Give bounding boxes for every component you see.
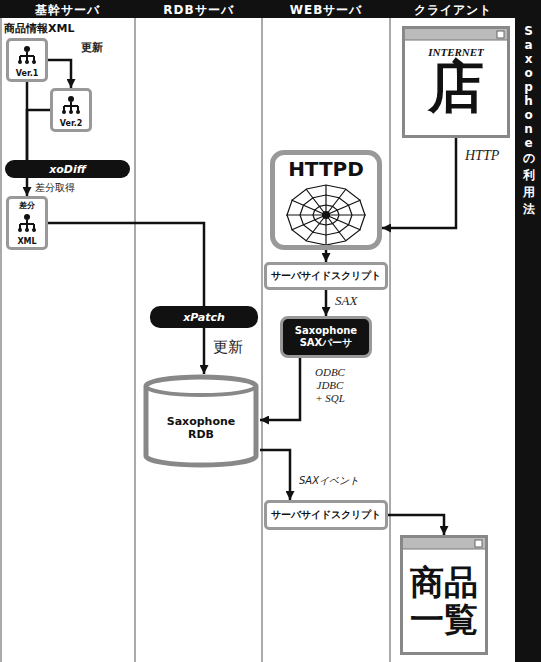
node-text: 差分 xyxy=(19,200,35,211)
column-header: クライアント xyxy=(390,2,515,19)
connector xyxy=(27,110,50,160)
node-text: サーバサイドスクリプト xyxy=(271,269,381,283)
window-title-bar xyxy=(403,538,485,550)
server-box: HTTPD xyxy=(270,150,382,250)
node-text: サーバサイドスクリプト xyxy=(271,508,381,522)
tree-icon xyxy=(15,212,39,233)
column-divider xyxy=(134,18,136,662)
tree-icon xyxy=(59,94,83,115)
node-text: 店 xyxy=(428,58,484,117)
column-divider xyxy=(0,18,2,662)
tree-icon xyxy=(15,44,39,65)
node-text: Saxophone SAXパーサ xyxy=(287,325,365,350)
node-text: Ver.2 xyxy=(60,119,83,128)
title-text: Saxophoneの利用法 xyxy=(523,24,535,218)
edge-label: SAXイベント xyxy=(298,474,360,488)
edge-label: 差分取得 xyxy=(34,181,76,195)
edge-label: HTTP xyxy=(464,148,500,164)
node-text: HTTPD xyxy=(288,157,364,181)
column-header-text: 基幹サーバ xyxy=(0,2,135,19)
node-text: INTERNET xyxy=(428,46,484,58)
section-label: 商品情報XML xyxy=(4,21,104,36)
connector xyxy=(203,328,206,374)
connector xyxy=(260,450,290,500)
browser-window: INTERNET店 xyxy=(402,26,510,138)
header-bar xyxy=(0,0,516,18)
column-header: 基幹サーバ xyxy=(0,2,135,19)
node-text: Saxophone RDB xyxy=(159,415,243,441)
document-icon: Ver.1 xyxy=(6,38,48,82)
document-icon: Ver.2 xyxy=(50,88,92,132)
column-header-text: クライアント xyxy=(390,2,515,19)
edge-label: ODBC JDBC + SQL xyxy=(312,366,348,406)
column-header-text: RDBサーバ xyxy=(135,2,262,19)
side-band xyxy=(515,0,541,662)
column-divider xyxy=(389,18,391,662)
database-cylinder: Saxophone RDB xyxy=(142,374,260,468)
connector xyxy=(26,178,29,196)
tool-pill: xoDiff xyxy=(5,160,130,178)
connector xyxy=(260,358,300,420)
connector xyxy=(325,290,328,316)
column-header: RDBサーバ xyxy=(135,2,262,19)
window-title-bar xyxy=(405,29,507,41)
section-label-text: 商品情報XML xyxy=(4,21,104,36)
connector xyxy=(382,138,456,228)
node-text: xPatch xyxy=(183,311,225,324)
edge-label: SAX xyxy=(334,293,358,309)
connector xyxy=(48,223,204,306)
spider-web-icon xyxy=(275,181,377,245)
node-text: xoDiff xyxy=(49,163,86,176)
connector xyxy=(325,250,328,262)
node-text: Ver.1 xyxy=(16,69,39,78)
edge-label: 更新 xyxy=(80,40,104,55)
column-divider xyxy=(261,18,263,662)
column-header: WEBサーバ xyxy=(262,2,390,19)
node-text: 商品 一覧 xyxy=(403,564,485,639)
document-icon: 差分 XML xyxy=(6,196,48,250)
script-box: サーバサイドスクリプト xyxy=(264,500,388,530)
column-header-text: WEBサーバ xyxy=(262,2,390,19)
connector xyxy=(388,515,444,535)
edge-label: 更新 xyxy=(212,338,244,357)
tool-pill: xPatch xyxy=(150,306,258,328)
title-band: Saxophoneの利用法 xyxy=(516,24,541,218)
script-box: サーバサイドスクリプト xyxy=(264,262,388,290)
parser-box: Saxophone SAXパーサ xyxy=(280,316,372,358)
browser-window: 商品 一覧 xyxy=(400,535,488,655)
node-text: XML xyxy=(17,237,36,246)
connector xyxy=(48,60,71,88)
